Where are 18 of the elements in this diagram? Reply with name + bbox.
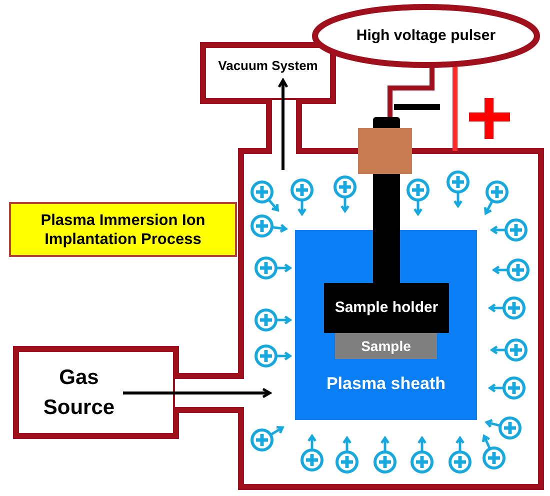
box-label: Vacuum System [218, 57, 318, 75]
vacuum-system-box [200, 42, 336, 104]
sample-label: Sample [361, 336, 411, 356]
feedthrough-block [358, 128, 412, 174]
arrow [278, 78, 288, 170]
arrow [123, 388, 272, 398]
title-text: Plasma Immersion Ion Implantation Process [40, 210, 206, 248]
gas-source-box [13, 346, 179, 439]
process-title-box [9, 202, 237, 257]
ellipse-label: High voltage pulser [356, 26, 496, 46]
holder-label: Sample holder [334, 298, 438, 318]
wire [452, 67, 458, 151]
wire [388, 67, 434, 117]
box-label: Gas Source [42, 364, 116, 420]
plasma-sheath [295, 230, 477, 420]
sample [335, 333, 437, 359]
sample-holder [324, 283, 449, 333]
sheath-label: Plasma sheath [326, 372, 446, 394]
